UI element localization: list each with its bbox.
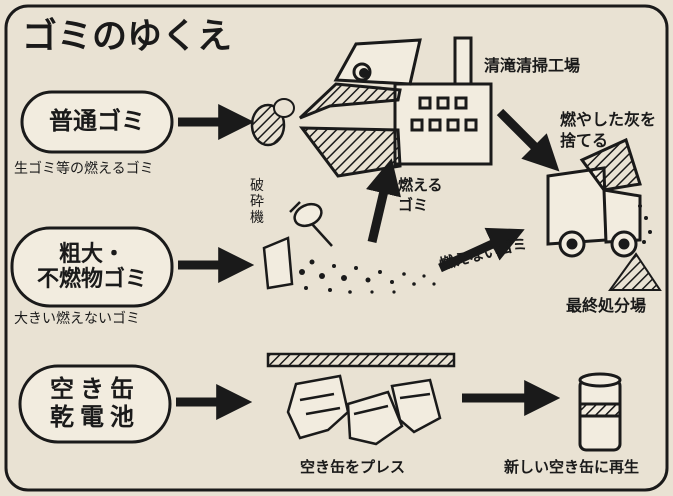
- arrow-crusher-to-landfill: [438, 227, 525, 273]
- new-can-icon: [578, 372, 622, 452]
- crusher-icon: [262, 201, 333, 290]
- arrow-ash-to-landfill: [496, 108, 560, 172]
- category-bulky-line2: 不燃物ゴミ: [36, 267, 147, 292]
- category-bulky: 粗大・ 不燃物ゴミ: [12, 228, 172, 306]
- label-ash: 燃やした灰を 捨てる: [560, 110, 657, 150]
- label-landfill: 最終処分場: [566, 296, 647, 315]
- diagram-frame: [4, 4, 669, 492]
- flow-arrows: [176, 104, 561, 420]
- label-burnable-out: 燃える ゴミ: [398, 176, 443, 214]
- ash-pile: [608, 204, 662, 291]
- crushed-cans-icon: [286, 374, 442, 446]
- category-bulky-caption: 大きい燃えないゴミ: [14, 311, 140, 327]
- bubble-bulky: [10, 226, 174, 308]
- press-plate: [266, 352, 456, 368]
- category-cans: 空き缶 乾電池: [20, 366, 170, 442]
- incinerator-icon: [298, 36, 493, 178]
- arrow-crusher-to-incinerator: [365, 158, 401, 244]
- dump-truck-icon: [546, 137, 642, 258]
- label-crusher: 破砕機: [250, 178, 264, 227]
- category-burnable-caption: 生ゴミ等の燃えるゴミ: [14, 161, 154, 177]
- category-bulky-line1: 粗大・: [58, 241, 125, 267]
- label-incinerator: 清滝清掃工場: [484, 56, 581, 75]
- label-press: 空き缶をプレス: [300, 458, 406, 476]
- label-recycle: 新しい空き缶に再生: [504, 458, 640, 476]
- bubble-burnable: [20, 90, 174, 154]
- category-burnable-label: 普通ゴミ: [49, 107, 145, 136]
- category-cans-line1: 空き缶: [50, 375, 140, 404]
- crushed-debris: [299, 259, 436, 294]
- page-title: ゴミのゆくえ: [22, 17, 233, 57]
- category-burnable: 普通ゴミ: [22, 92, 172, 152]
- category-cans-line2: 乾電池: [50, 403, 140, 431]
- garbage-bag-icon: [250, 98, 295, 147]
- bubble-cans: [18, 364, 172, 444]
